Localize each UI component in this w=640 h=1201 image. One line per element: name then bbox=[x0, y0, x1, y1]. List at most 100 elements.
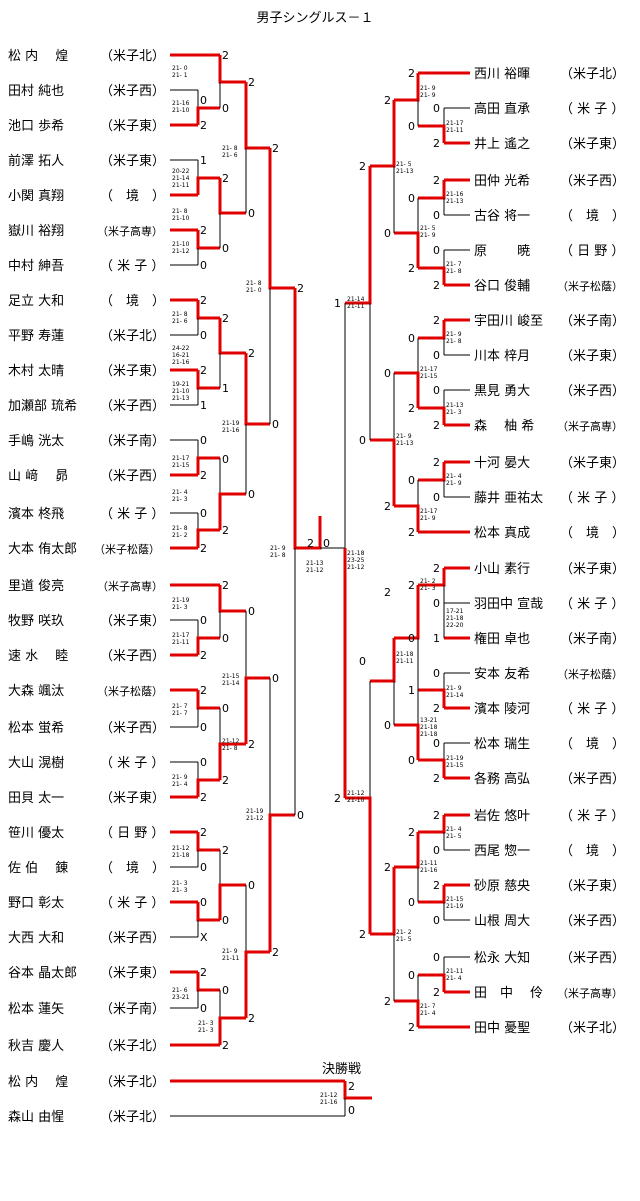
result-digit: 0 bbox=[297, 809, 304, 822]
result-digit: 1 bbox=[200, 154, 207, 167]
player-name: 田村 純也 bbox=[8, 84, 64, 99]
game-score: 21-19 bbox=[246, 808, 264, 815]
game-score: 21- 3 bbox=[420, 585, 436, 592]
result-digit: 2 bbox=[384, 586, 391, 599]
player-name: 井上 遙之 bbox=[474, 137, 530, 152]
player-name: 山 﨑 昴 bbox=[8, 468, 68, 484]
game-score: 21- 9 bbox=[420, 232, 436, 239]
result-digit: 1 bbox=[222, 382, 229, 395]
player-name: 古谷 将一 bbox=[474, 209, 530, 224]
player-team: （米子西） bbox=[100, 931, 165, 946]
player-team: （ 米 子 ） bbox=[100, 259, 164, 274]
player-team: （ 境 ） bbox=[560, 209, 625, 224]
player-name: 平野 寿蓮 bbox=[8, 329, 64, 344]
player-team: （米子西） bbox=[100, 469, 165, 484]
result-digit: 0 bbox=[433, 209, 440, 222]
result-digit: 2 bbox=[272, 946, 279, 959]
player-name: 手嶋 洸太 bbox=[8, 434, 64, 449]
result-digit: 2 bbox=[408, 67, 415, 80]
player-name: 小山 素行 bbox=[474, 562, 530, 577]
game-score: 21- 9 bbox=[446, 331, 462, 338]
player-name: 谷本 晶太郎 bbox=[8, 966, 77, 981]
player-team: （米子北） bbox=[560, 1021, 625, 1036]
player-name: 谷口 俊輔 bbox=[474, 279, 530, 294]
game-score: 21- 5 bbox=[446, 833, 462, 840]
player-name: 西尾 惣一 bbox=[474, 844, 530, 859]
game-score: 21-17 bbox=[420, 508, 438, 515]
left-player: 加瀬部 琉希（米子西） bbox=[8, 399, 165, 414]
result-digit: 0 bbox=[408, 896, 415, 909]
game-score: 21-17 bbox=[446, 120, 464, 127]
player-team: （ 米 子 ） bbox=[560, 597, 624, 612]
right-player: 藤井 亜祐太（ 米 子 ） bbox=[474, 491, 624, 506]
game-score: 21- 5 bbox=[396, 936, 412, 943]
game-score: 21-18 bbox=[396, 651, 414, 658]
player-name: 羽田中 宣哉 bbox=[474, 596, 543, 612]
result-digit: 2 bbox=[408, 262, 415, 275]
game-score: 21-15 bbox=[446, 896, 464, 903]
right-player: 黒見 勇大（米子西） bbox=[474, 384, 625, 399]
result-digit: 0 bbox=[200, 259, 207, 272]
left-player: 大西 大和 （米子西） bbox=[8, 931, 165, 946]
game-score: 21-11 bbox=[172, 182, 190, 189]
result-digit: 0 bbox=[433, 491, 440, 504]
game-score: 21-18 bbox=[420, 731, 438, 738]
game-score: 21-12 bbox=[306, 567, 324, 574]
player-name: 西川 裕暉 bbox=[474, 67, 530, 82]
result-digit: 0 bbox=[433, 951, 440, 964]
player-team: （米子南） bbox=[560, 313, 625, 329]
player-name: 秋吉 慶人 bbox=[8, 1039, 64, 1054]
player-name: 松本 蛍希 bbox=[8, 721, 64, 736]
result-digit: 2 bbox=[222, 1039, 229, 1052]
right-player: 権田 卓也（米子南） bbox=[474, 631, 625, 647]
game-score: 21-18 bbox=[172, 852, 190, 859]
final-lines bbox=[170, 1079, 372, 1117]
right-player: 松本 真成（ 境 ） bbox=[474, 526, 625, 541]
result-digit: 2 bbox=[222, 172, 229, 185]
result-digit: 0 bbox=[200, 721, 207, 734]
player-name: 大西 大和 bbox=[8, 931, 64, 946]
player-team: （米子東） bbox=[100, 790, 165, 806]
final-player: 森山 由惺（米子北） bbox=[8, 1110, 165, 1125]
game-score: 21- 6 bbox=[172, 987, 188, 994]
game-score: 21-14 bbox=[172, 175, 190, 182]
player-name: 砂原 慈央 bbox=[474, 879, 530, 894]
player-name: 高田 直承 bbox=[474, 101, 530, 117]
player-name: 十河 晏大 bbox=[474, 456, 530, 471]
result-digit: 2 bbox=[272, 142, 279, 155]
player-name: 田 中 伶 bbox=[474, 986, 543, 1001]
player-name: 池口 歩希 bbox=[8, 119, 64, 134]
result-digit: 2 bbox=[433, 419, 440, 432]
player-name: 山根 周大 bbox=[474, 914, 530, 929]
result-digit: 0 bbox=[200, 896, 207, 909]
result-digit: 2 bbox=[348, 1080, 355, 1093]
result-digit: 2 bbox=[433, 986, 440, 999]
game-score: 21-13 bbox=[172, 395, 190, 402]
game-score: 21-10 bbox=[172, 215, 190, 222]
left-player: 松本 蓮矢（米子南） bbox=[8, 1001, 165, 1017]
result-digit: 0 bbox=[248, 207, 255, 220]
game-score: 21- 9 bbox=[396, 433, 412, 440]
player-name: 小関 真翔 bbox=[8, 189, 64, 204]
player-team: （ 日 野 ） bbox=[560, 244, 624, 259]
left-player: 小関 真翔（ 境 ） bbox=[8, 189, 165, 204]
game-score: 21- 4 bbox=[446, 826, 462, 833]
result-digit: 2 bbox=[222, 49, 229, 62]
game-score: 21- 3 bbox=[446, 409, 462, 416]
player-name: 前澤 拓人 bbox=[8, 153, 64, 169]
left-player: 大森 颯汰（米子松蔭） bbox=[8, 684, 163, 699]
game-score: 21-19 bbox=[172, 597, 190, 604]
player-team: （米子東） bbox=[100, 965, 165, 981]
right-player: 西尾 惣一（ 境 ） bbox=[474, 844, 625, 859]
game-score: 21-11 bbox=[446, 127, 464, 134]
left-player: 足立 大和（ 境 ） bbox=[8, 294, 165, 309]
result-digit: 0 bbox=[433, 914, 440, 927]
result-digit: 0 bbox=[222, 914, 229, 927]
right-player: 濱本 陵河（ 米 子 ） bbox=[474, 702, 624, 717]
result-digit: 0 bbox=[200, 94, 207, 107]
result-digit: 0 bbox=[408, 332, 415, 345]
game-score: 21-17 bbox=[172, 632, 190, 639]
result-digit: 2 bbox=[433, 772, 440, 785]
